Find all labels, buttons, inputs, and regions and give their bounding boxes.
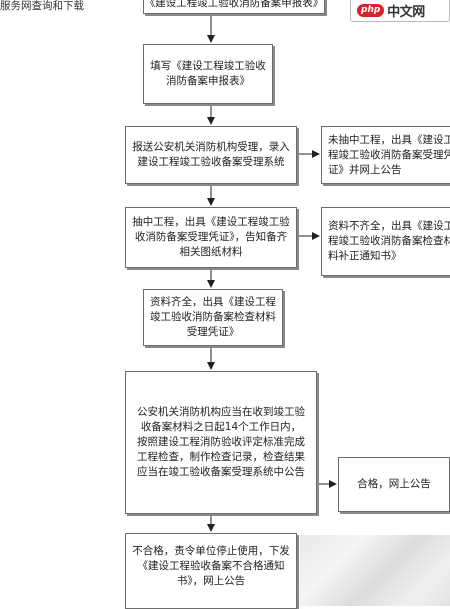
step3-side-text: 资料不齐全，出具《建设工程竣工验收消防备案检查材料补正通知书》	[328, 220, 450, 262]
step1-text: 填写《建设工程竣工验收消防备案申报表》	[150, 60, 266, 87]
top-box-text: 《建设工程竣工验收消防备案申报表》	[144, 0, 324, 9]
step2-side-box: 未抽中工程，出具《建设工程竣工验收消防备案受理凭证》并网上公告	[321, 126, 450, 184]
step5-side-box: 合格，网上公告	[338, 457, 450, 512]
step5-text: 公安机关消防机构应当在收到竣工验收备案材料之日起14个工作日内，按照建设工程消防…	[137, 406, 305, 478]
step1-box: 填写《建设工程竣工验收消防备案申报表》	[143, 44, 273, 104]
blurred-watermark	[300, 535, 450, 606]
step4-box: 资料齐全，出具《建设工程竣工验收消防备案检查材料受理凭证》	[143, 289, 283, 346]
step3-text: 抽中工程，出具《建设工程竣工验收消防备案受理凭证》，告知备齐相关图纸材料	[132, 216, 290, 258]
step6-box: 不合格，责令单位停止使用，下发《建设工程验收备案不合格通知书》，网上公告	[125, 533, 297, 609]
top-box: 《建设工程竣工验收消防备案申报表》	[143, 0, 325, 14]
step4-text: 资料齐全，出具《建设工程竣工验收消防备案检查材料受理凭证》	[150, 296, 276, 338]
step3-side-box: 资料不齐全，出具《建设工程竣工验收消防备案检查材料补正通知书》	[321, 207, 450, 276]
step5-side-text: 合格，网上公告	[357, 478, 431, 490]
logo-text: 中文网	[387, 5, 425, 20]
step2-side-text: 未抽中工程，出具《建设工程竣工验收消防备案受理凭证》并网上公告	[328, 133, 450, 176]
site-logo: php 中文网	[350, 0, 450, 22]
step6-text: 不合格，责令单位停止使用，下发《建设工程验收备案不合格通知书》，网上公告	[132, 545, 290, 587]
logo-badge: php	[357, 4, 385, 17]
step3-box: 抽中工程，出具《建设工程竣工验收消防备案受理凭证》，告知备齐相关图纸材料	[125, 207, 297, 268]
left-fragment-text: 服务网查询和下载	[0, 0, 84, 12]
step5-box: 公安机关消防机构应当在收到竣工验收备案材料之日起14个工作日内，按照建设工程消防…	[125, 371, 317, 514]
step2-box: 报送公安机关消防机构受理，录入建设工程竣工验收备案受理系统	[125, 126, 297, 184]
step2-text: 报送公安机关消防机构受理，录入建设工程竣工验收备案受理系统	[132, 141, 290, 168]
